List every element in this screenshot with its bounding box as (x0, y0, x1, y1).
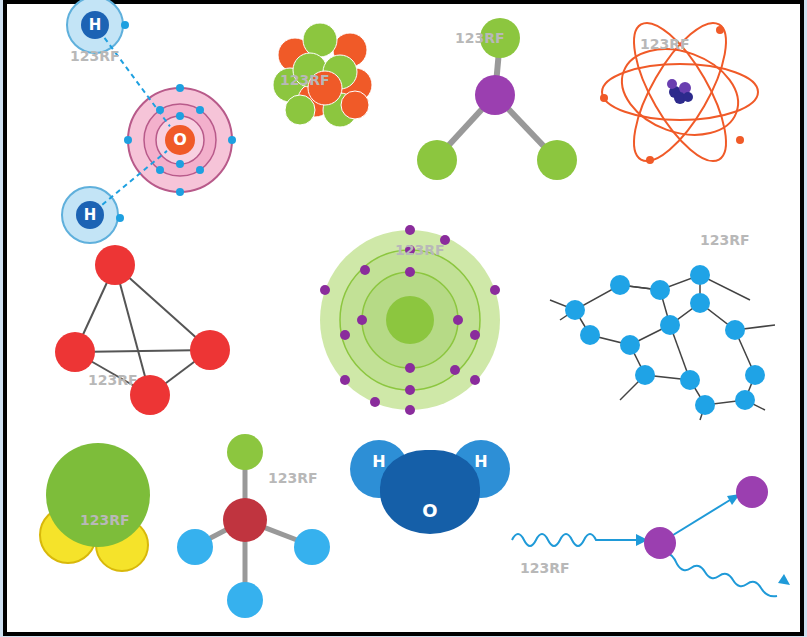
atom-circle: H (81, 11, 109, 39)
watermark: 123RF (520, 560, 570, 576)
element-symbol: O (173, 132, 187, 148)
watermark: 123RF (455, 30, 505, 46)
element-symbol: H (372, 454, 385, 470)
watermark: 123RF (395, 242, 445, 258)
watermark: 123RF (268, 470, 318, 486)
element-symbol: H (89, 18, 102, 33)
watermark: 123RF (70, 48, 120, 64)
atom-circle: O (165, 125, 195, 155)
watermark: 123RF (280, 72, 330, 88)
element-symbol: H (474, 454, 487, 470)
watermark: 123RF (88, 372, 138, 388)
element-symbol: H (84, 208, 97, 223)
watermark: 123RF (80, 512, 130, 528)
bond-line (102, 151, 167, 205)
watermark: 123RF (640, 36, 690, 52)
watermark: 123RF (700, 232, 750, 248)
element-symbol: O (422, 502, 437, 520)
atom-circle: H (76, 201, 104, 229)
atom-circle: O (380, 450, 480, 534)
